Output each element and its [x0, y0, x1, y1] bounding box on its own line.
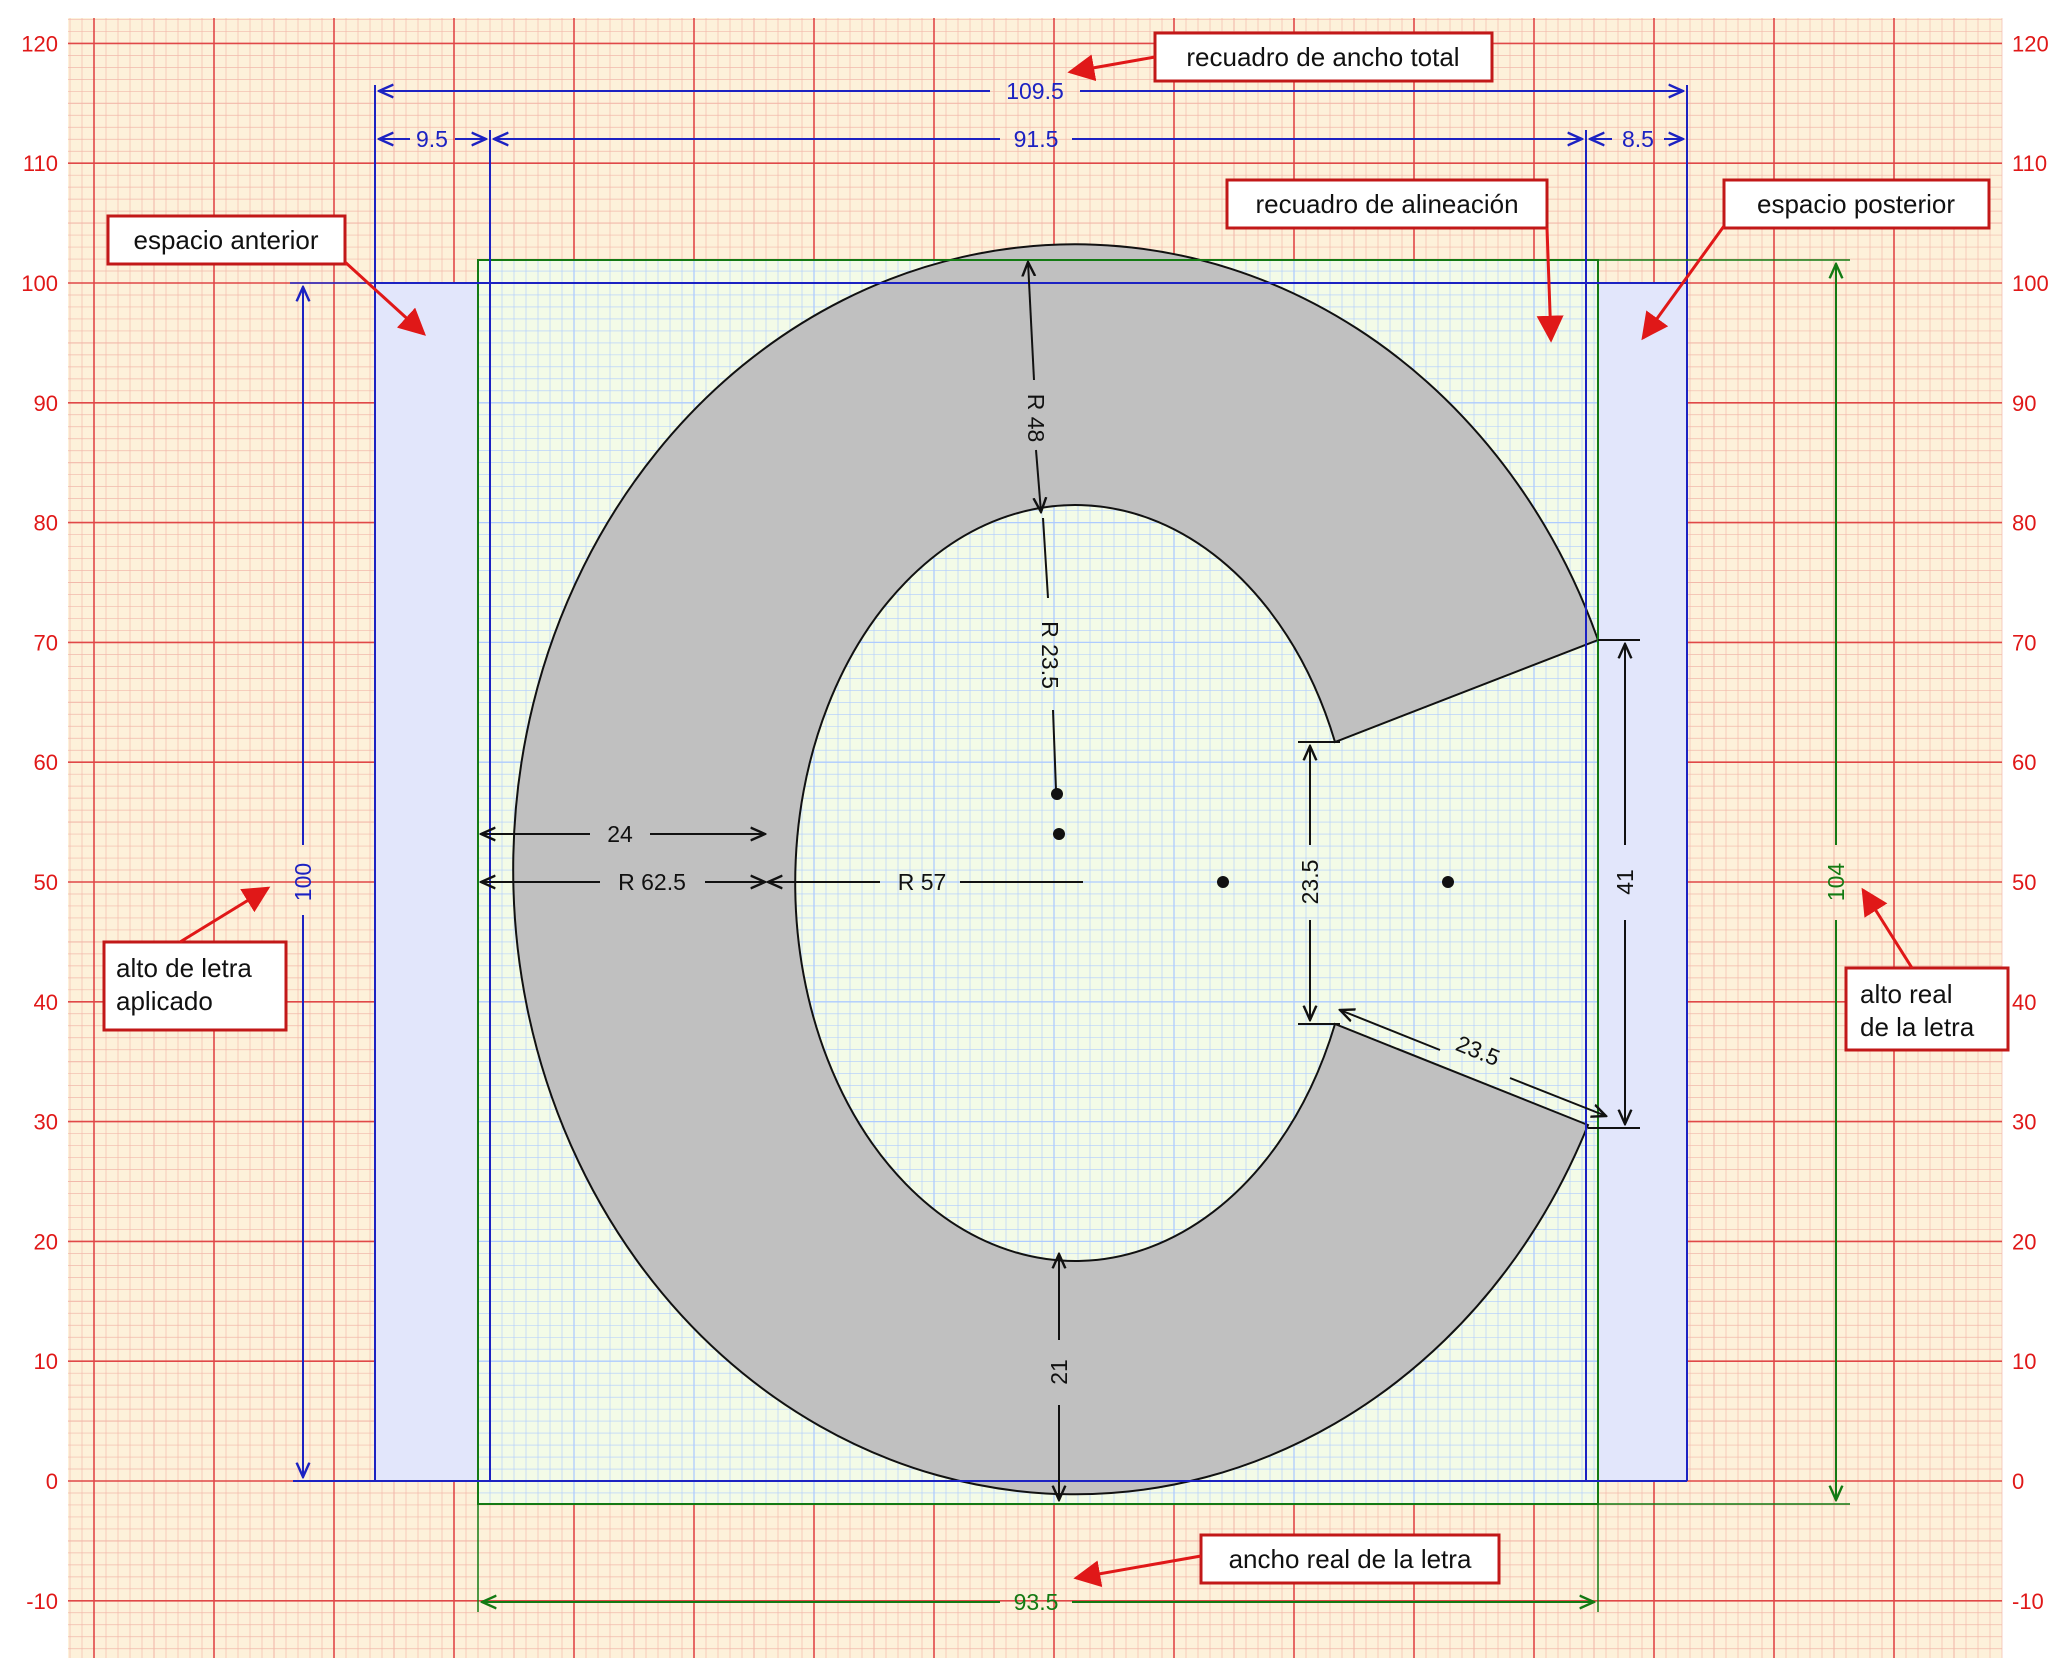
axis-tick-label: 120 — [21, 31, 58, 56]
axis-tick-label: 20 — [34, 1229, 58, 1254]
construction-dims — [481, 262, 1640, 1500]
bottom-thickness-label: 21 — [1046, 1359, 1072, 1385]
callout-real-height-line2: de la letra — [1860, 1012, 1975, 1042]
arrow-icon — [1641, 225, 1726, 341]
center-point-icon — [1051, 788, 1063, 800]
arrow-icon — [1073, 1554, 1202, 1588]
axis-tick-label: 110 — [2012, 151, 2047, 176]
dim-real-height: 104 — [1598, 259, 1850, 1505]
axis-tick-label: 40 — [2012, 990, 2036, 1015]
callout-total-box-text: recuadro de ancho total — [1186, 42, 1459, 72]
axis-tick-label: 30 — [2012, 1110, 2036, 1135]
dim-applied-height: 100 — [290, 282, 390, 1477]
axis-tick-label: 50 — [34, 870, 58, 895]
real-letter-box — [477, 259, 1599, 1505]
axis-tick-label: 0 — [46, 1469, 58, 1494]
dim-align-width-label: 91.5 — [1014, 126, 1059, 152]
axis-tick-label: 90 — [2012, 391, 2036, 416]
callout-left-space-text: espacio anterior — [134, 225, 319, 255]
outer-radius-left-label: R 62.5 — [618, 869, 686, 895]
inner-radius-left-label: R 57 — [898, 869, 947, 895]
axis-tick-label: 100 — [2012, 271, 2049, 296]
axis-tick-label: 100 — [21, 271, 58, 296]
dim-right-bearing-label: 8.5 — [1622, 126, 1654, 152]
callout-real-width: ancho real de la letra — [1073, 1533, 1501, 1588]
dim-real-height-label: 104 — [1823, 863, 1849, 902]
axis-tick-label: 120 — [2012, 31, 2049, 56]
callout-alignment-box-text: recuadro de alineación — [1255, 189, 1518, 219]
terminal-height-label: 41 — [1612, 869, 1638, 895]
axis-tick-label: 0 — [2012, 1469, 2024, 1494]
axis-tick-label: 80 — [34, 511, 58, 536]
outer-radius-top-label: R 48 — [1023, 394, 1049, 443]
arrow-icon — [343, 260, 426, 336]
axis-tick-label: 90 — [34, 391, 58, 416]
axis-tick-label: -10 — [2012, 1589, 2044, 1614]
dim-left-bearing-label: 9.5 — [416, 126, 448, 152]
axis-tick-label: 110 — [23, 151, 58, 176]
axis-tick-label: -10 — [26, 1589, 58, 1614]
callout-applied-height-line2: aplicado — [116, 986, 213, 1016]
axis-tick-label: 20 — [2012, 1229, 2036, 1254]
callout-total-box: recuadro de ancho total — [1067, 31, 1494, 83]
arrow-icon — [179, 886, 271, 944]
inner-radius-label: R 23.5 — [1037, 621, 1063, 689]
center-point-icon — [1053, 828, 1065, 840]
dim-total-width: 109.5 — [379, 78, 1683, 104]
callout-left-space: espacio anterior — [106, 214, 426, 336]
stem-thickness-label: 24 — [607, 821, 633, 847]
arrow-icon — [1536, 227, 1564, 343]
axis-tick-label: 70 — [2012, 630, 2036, 655]
dim-real-width-label: 93.5 — [1014, 1589, 1059, 1615]
callout-applied-height: alto de letra aplicado — [102, 886, 288, 1032]
axis-tick-label: 10 — [34, 1349, 58, 1374]
dim-bearing-row: 9.5 91.5 8.5 — [379, 126, 1683, 152]
callout-real-height-line1: alto real — [1860, 979, 1953, 1009]
arrow-icon — [1067, 54, 1156, 82]
letter-c-glyph — [512, 243, 1600, 1496]
callout-right-space-text: espacio posterior — [1757, 189, 1955, 219]
dim-applied-height-label: 100 — [290, 863, 316, 901]
aperture-height-label: 23.5 — [1297, 860, 1323, 905]
axis-tick-label: 60 — [2012, 750, 2036, 775]
axis-tick-label: 80 — [2012, 511, 2036, 536]
axis-tick-label: 40 — [34, 990, 58, 1015]
callout-right-space: espacio posterior — [1641, 178, 1991, 341]
center-point-icon — [1217, 876, 1229, 888]
center-point-icon — [1442, 876, 1454, 888]
dim-real-width: 93.5 — [477, 1504, 1599, 1615]
center-points — [1051, 788, 1454, 888]
callout-alignment-box: recuadro de alineación — [1225, 178, 1564, 343]
callout-real-width-text: ancho real de la letra — [1229, 1544, 1472, 1574]
axis-tick-label: 70 — [34, 630, 58, 655]
callout-real-height: alto real de la letra — [1844, 887, 2010, 1052]
arrow-icon — [1861, 887, 1914, 969]
callout-applied-height-line1: alto de letra — [116, 953, 252, 983]
axis-tick-label: 60 — [34, 750, 58, 775]
axis-tick-label: 50 — [2012, 870, 2036, 895]
axis-tick-label: 10 — [2012, 1349, 2036, 1374]
axis-tick-label: 30 — [34, 1110, 58, 1135]
dim-total-width-label: 109.5 — [1006, 78, 1064, 104]
blue-guides — [293, 85, 1688, 1482]
